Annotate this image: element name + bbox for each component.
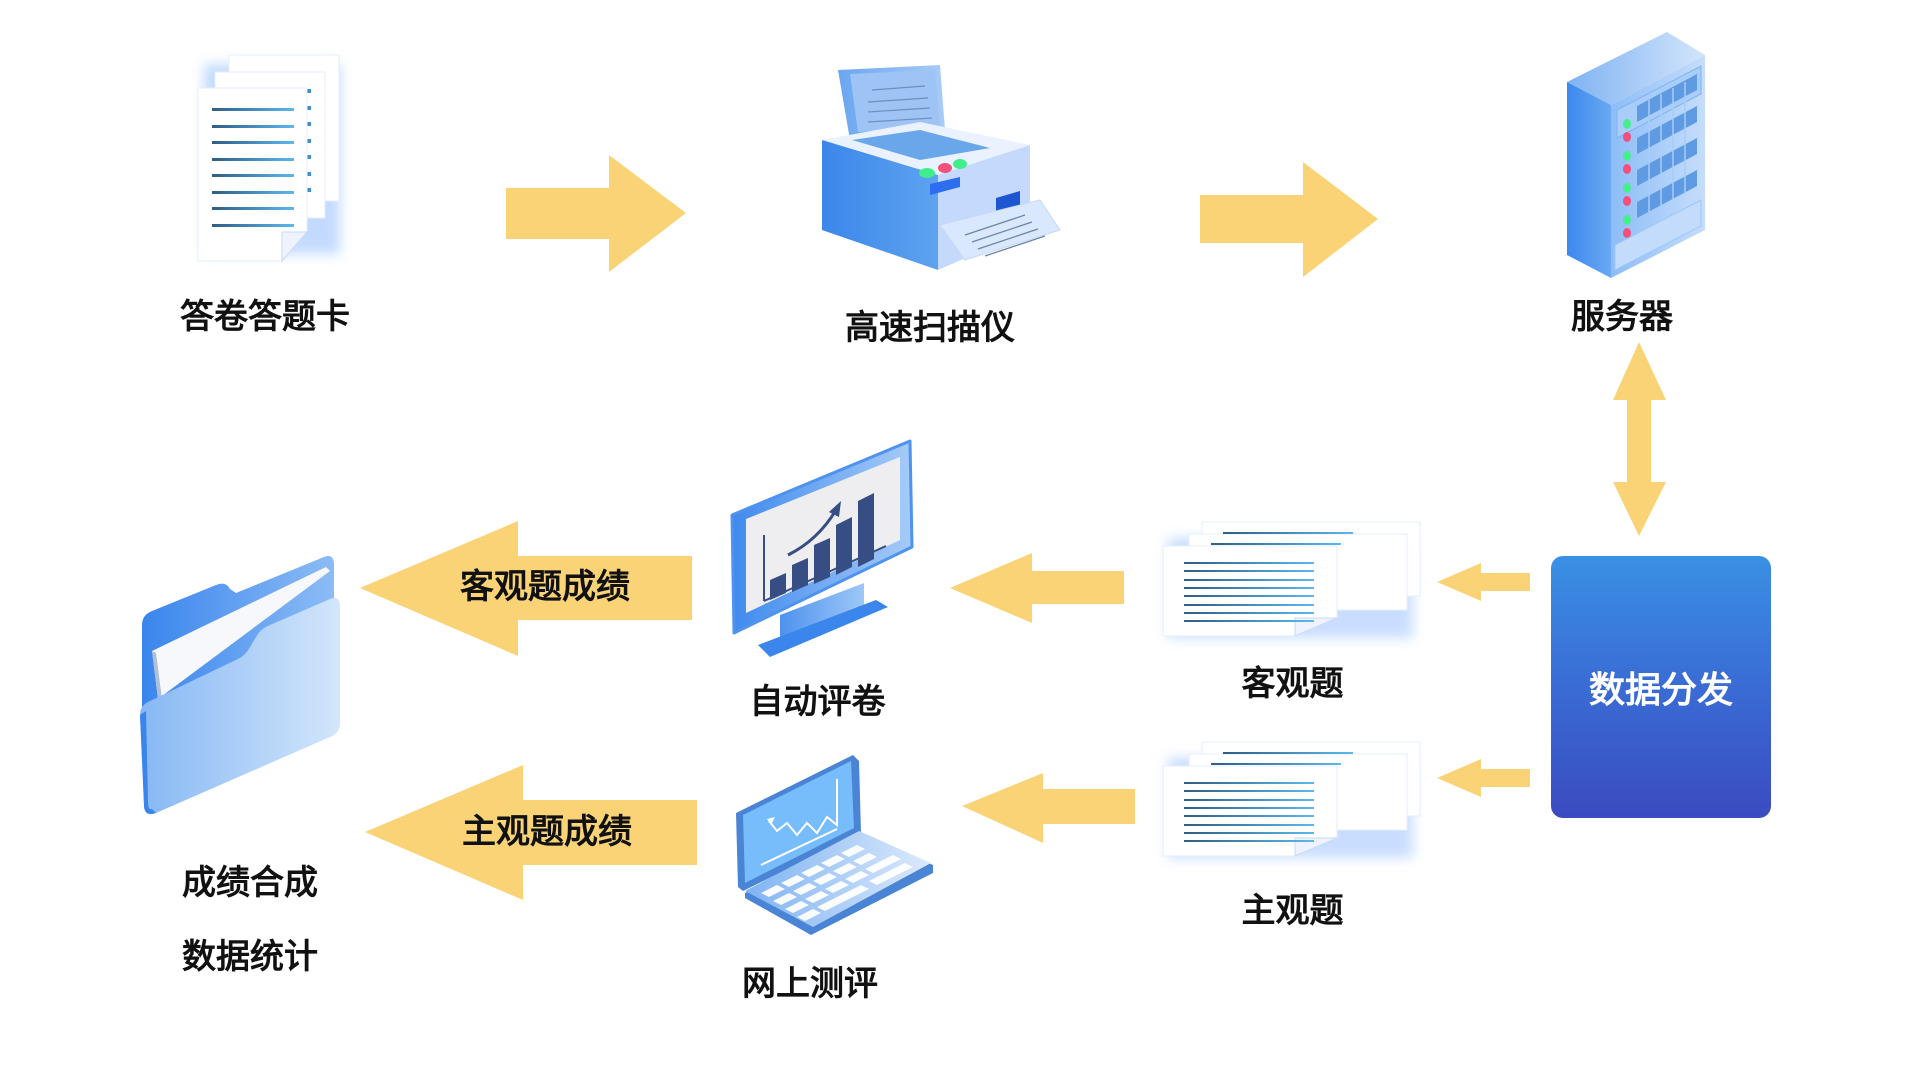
objective-document-stack-icon [1162, 521, 1421, 638]
subjective-score-label: 主观题成绩 [462, 812, 632, 852]
answer-sheet-label: 答卷答题卡 [180, 297, 350, 337]
folder-icon [140, 556, 340, 814]
objective-score-arrow-icon [360, 521, 692, 656]
laptop-icon [736, 755, 933, 935]
arrow-right-icon [1200, 162, 1378, 277]
objective-label: 客观题 [1241, 664, 1344, 704]
data-distribution-label: 数据分发 [1588, 670, 1733, 711]
server-icon [1567, 32, 1705, 278]
double-arrow-vertical-icon [1613, 342, 1666, 536]
server-label: 服务器 [1571, 297, 1673, 337]
objective-score-label: 客观题成绩 [460, 567, 630, 607]
auto-grading-label: 自动评卷 [749, 682, 886, 722]
answer-sheet-document-stack-icon [197, 54, 340, 263]
online-grading-label: 网上测评 [742, 964, 878, 1004]
scanner-icon [822, 65, 1061, 270]
arrow-left-small-icon [1437, 759, 1530, 797]
result-label-line2: 数据统计 [182, 937, 318, 977]
subjective-label: 主观题 [1241, 891, 1344, 931]
result-label-line1: 成绩合成 [182, 863, 318, 903]
subjective-score-arrow-icon [365, 765, 697, 900]
scanner-label: 高速扫描仪 [845, 308, 1015, 348]
data-distribution-box: 数据分发 [1551, 556, 1771, 818]
subjective-document-stack-icon [1162, 741, 1421, 858]
arrow-left-small-icon [1437, 563, 1530, 601]
monitor-chart-icon [730, 439, 914, 657]
arrow-left-icon [962, 773, 1135, 843]
arrow-left-icon [950, 553, 1124, 623]
arrow-right-icon [506, 155, 686, 272]
